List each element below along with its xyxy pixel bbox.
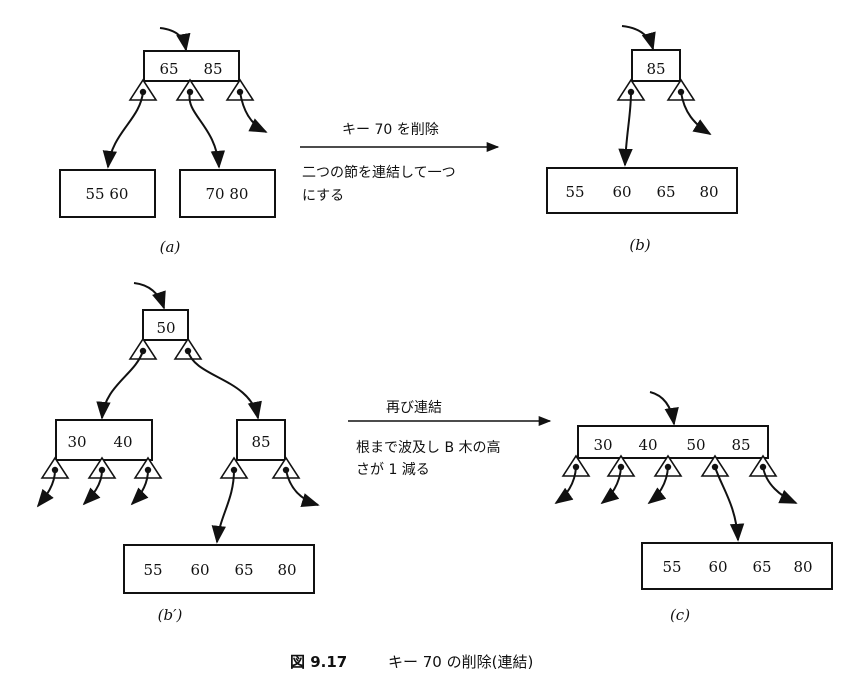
key-text: 85: [646, 60, 665, 78]
transition-label: キー 70 を削除: [342, 122, 439, 138]
leaf-node: [641, 542, 833, 590]
leaf-node: [123, 544, 315, 594]
key-text: 50: [686, 436, 705, 454]
key-text: 85: [731, 436, 750, 454]
note-line: 二つの節を連結して一つ: [302, 164, 456, 181]
note-line: 根まで波及し B 木の高: [356, 439, 501, 456]
node-root: [143, 50, 240, 82]
key-text: 40: [113, 433, 132, 451]
leaf-node: [179, 169, 276, 218]
panel-b-prime: 50 30 40 85 55 60 65 80 (b′): [36, 282, 320, 624]
key-text: 80: [699, 183, 718, 201]
inner-node: [236, 419, 286, 461]
panel-a: 65 85 55 60 70 80 (a): [59, 27, 276, 256]
caption: (b′): [158, 606, 183, 624]
key-text: 70 80: [206, 185, 249, 203]
node-root: [142, 309, 189, 341]
caption: (a): [160, 238, 181, 256]
key-text: 65: [752, 558, 771, 576]
key-text: 85: [203, 60, 222, 78]
caption: (c): [670, 606, 690, 624]
node-root: [631, 49, 681, 82]
panel-b: 85 55 60 65 80 (b): [546, 25, 738, 254]
incoming-pointer: [159, 27, 191, 52]
key-text: 50: [156, 319, 175, 337]
key-text: 55: [662, 558, 681, 576]
key-text: 65: [159, 60, 178, 78]
node-root: [577, 425, 769, 459]
note-line: にする: [302, 188, 344, 204]
figure-label: 図 9.17: [290, 653, 347, 671]
key-text: 30: [67, 433, 86, 451]
caption: (b): [629, 236, 650, 254]
key-text: 55: [565, 183, 584, 201]
figure-caption: 図 9.17 キー 70 の削除(連結): [290, 653, 533, 671]
key-text: 55 60: [86, 185, 129, 203]
key-text: 80: [793, 558, 812, 576]
transition-2: 再び連結 根まで波及し B 木の高 さが 1 減る: [348, 400, 552, 478]
transition-label: 再び連結: [386, 400, 442, 416]
transition-1: キー 70 を削除 二つの節を連結して一つ にする: [300, 122, 500, 204]
note-line: さが 1 減る: [356, 461, 430, 478]
panel-c: 30 40 50 85 55 60 65 80 (c): [554, 391, 833, 624]
key-text: 60: [708, 558, 727, 576]
inner-node: [55, 419, 153, 461]
leaf-node: [546, 167, 738, 214]
key-text: 40: [638, 436, 657, 454]
key-text: 30: [593, 436, 612, 454]
key-text: 80: [277, 561, 296, 579]
key-text: 60: [612, 183, 631, 201]
leaf-node: [59, 169, 156, 218]
figure-title: キー 70 の削除(連結): [388, 653, 533, 671]
key-text: 60: [190, 561, 209, 579]
key-text: 55: [143, 561, 162, 579]
key-text: 65: [234, 561, 253, 579]
key-text: 85: [251, 433, 270, 451]
key-text: 65: [656, 183, 675, 201]
